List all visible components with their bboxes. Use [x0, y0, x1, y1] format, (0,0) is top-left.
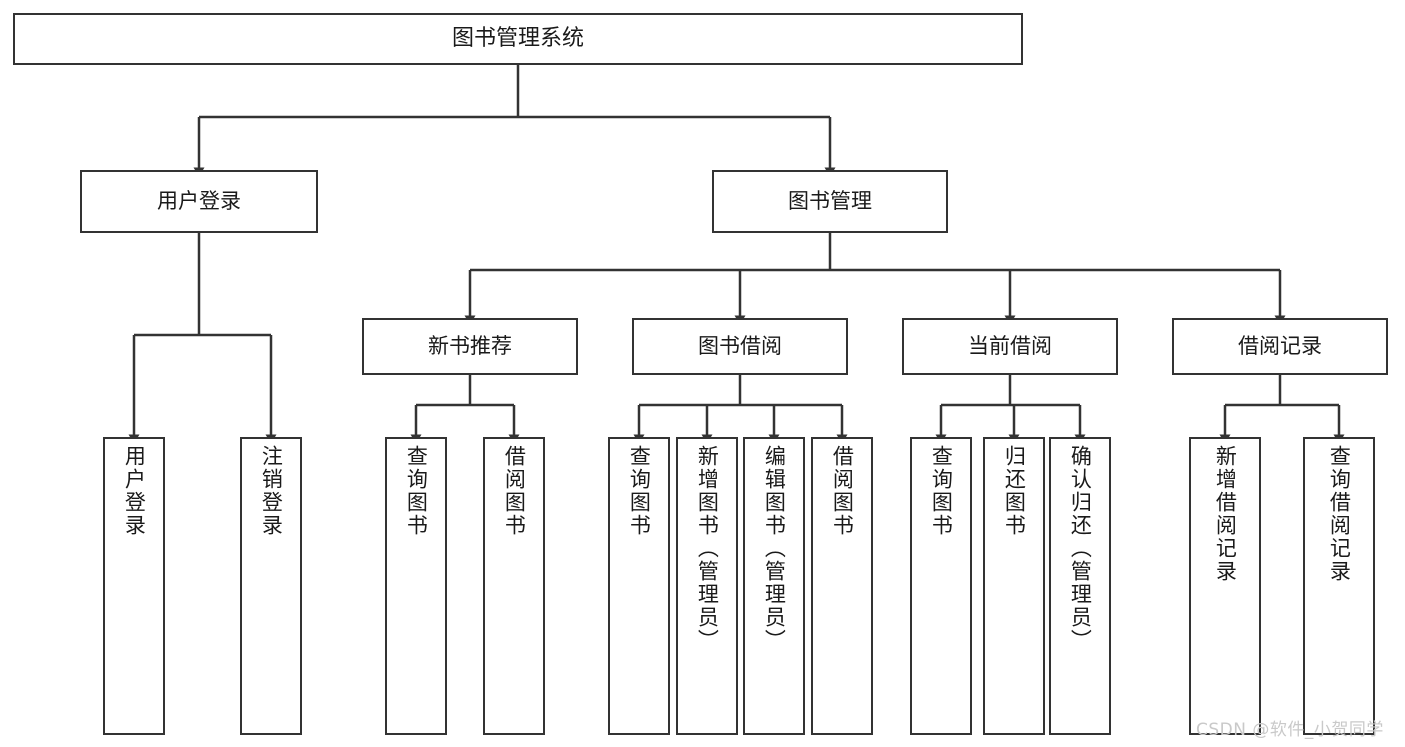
node-leaf-borrow-3[interactable]: 编辑图书（管理员）: [743, 437, 805, 735]
node-label: 当前借阅: [968, 334, 1052, 359]
node-label: 归还图书: [1002, 445, 1027, 537]
node-label: 新增借阅记录: [1213, 445, 1238, 583]
node-record[interactable]: 借阅记录: [1172, 318, 1388, 375]
node-leaf-current-2[interactable]: 归还图书: [983, 437, 1045, 735]
node-label: 借阅图书: [502, 445, 527, 537]
node-label: 确认归还（管理员）: [1068, 445, 1093, 652]
node-label: 借阅图书: [830, 445, 855, 537]
node-label: 查询图书: [627, 445, 652, 537]
node-newbook[interactable]: 新书推荐: [362, 318, 578, 375]
node-label: 图书管理系统: [451, 26, 584, 52]
node-borrow[interactable]: 图书借阅: [632, 318, 848, 375]
node-leaf-newbook-2[interactable]: 借阅图书: [483, 437, 545, 735]
node-leaf-borrow-4[interactable]: 借阅图书: [811, 437, 873, 735]
node-label: 图书管理: [788, 189, 872, 214]
node-leaf-login-1[interactable]: 用户登录: [103, 437, 165, 735]
node-label: 注销登录: [259, 445, 284, 537]
node-leaf-newbook-1[interactable]: 查询图书: [385, 437, 447, 735]
node-bookmgr[interactable]: 图书管理: [712, 170, 948, 233]
node-label: 新增图书（管理员）: [695, 445, 720, 652]
csdn-watermark: CSDN @软件_小贺同学: [1196, 720, 1384, 740]
node-leaf-current-1[interactable]: 查询图书: [910, 437, 972, 735]
node-leaf-borrow-2[interactable]: 新增图书（管理员）: [676, 437, 738, 735]
node-leaf-current-3[interactable]: 确认归还（管理员）: [1049, 437, 1111, 735]
node-root[interactable]: 图书管理系统: [13, 13, 1023, 65]
edge-group: [128, 65, 1345, 444]
node-label: 查询借阅记录: [1327, 445, 1352, 583]
node-label: 新书推荐: [428, 334, 512, 359]
node-label: 用户登录: [157, 189, 241, 214]
node-label: 用户登录: [122, 445, 147, 537]
node-label: 查询图书: [929, 445, 954, 537]
node-leaf-borrow-1[interactable]: 查询图书: [608, 437, 670, 735]
node-leaf-login-2[interactable]: 注销登录: [240, 437, 302, 735]
node-label: 编辑图书（管理员）: [762, 445, 787, 652]
node-current[interactable]: 当前借阅: [902, 318, 1118, 375]
node-login[interactable]: 用户登录: [80, 170, 318, 233]
node-leaf-record-1[interactable]: 新增借阅记录: [1189, 437, 1261, 735]
node-label: 借阅记录: [1238, 334, 1322, 359]
node-leaf-record-2[interactable]: 查询借阅记录: [1303, 437, 1375, 735]
node-label: 图书借阅: [698, 334, 782, 359]
node-label: 查询图书: [404, 445, 429, 537]
